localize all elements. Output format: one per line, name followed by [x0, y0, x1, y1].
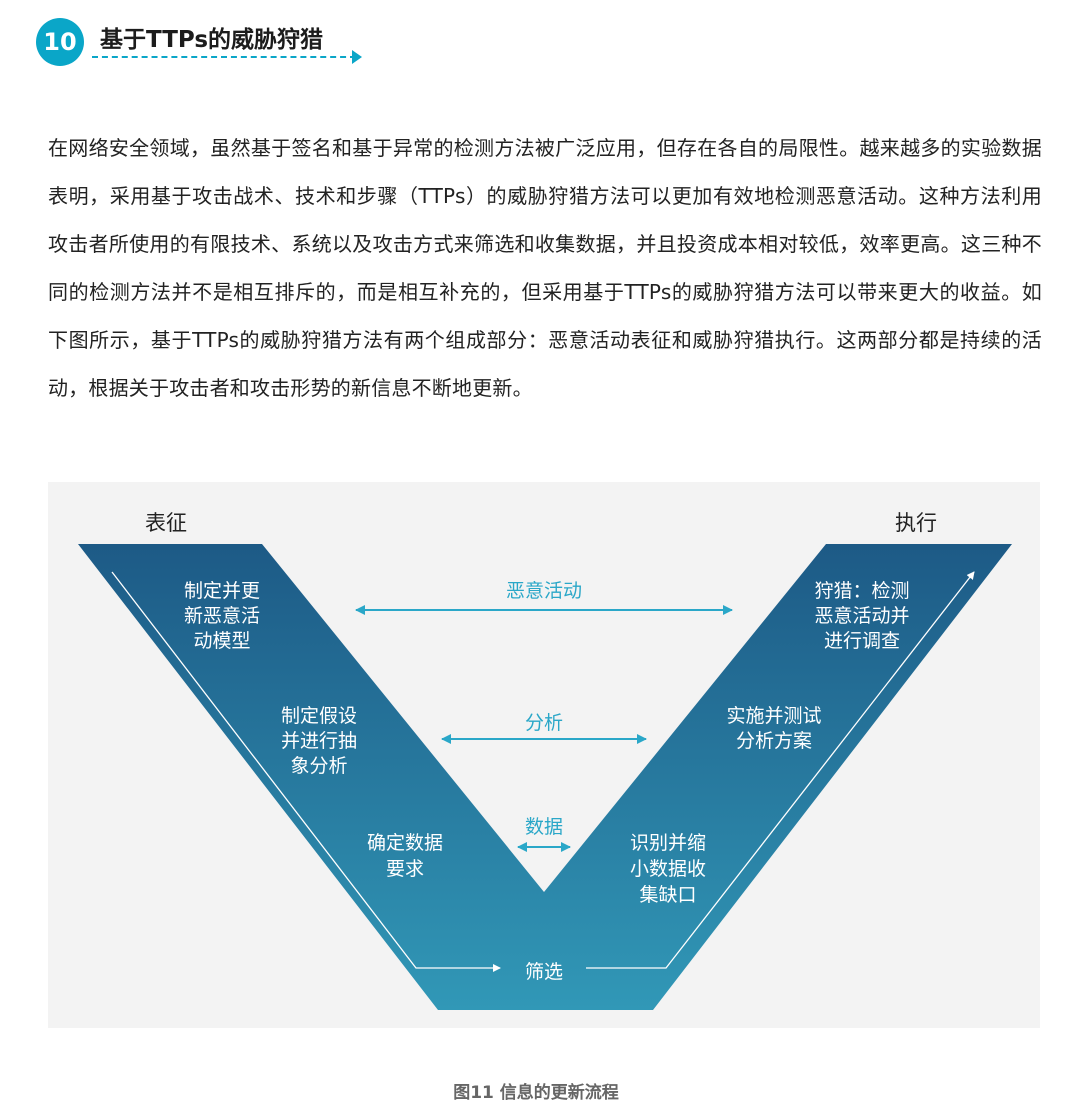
- right-step-3: 识别并缩 小数据收 集缺口: [630, 832, 706, 906]
- left-step-2: 制定假设 并进行抽 象分析: [281, 705, 357, 777]
- center-label-filter: 筛选: [525, 961, 563, 983]
- left-step-3-line-1: 确定数据: [367, 832, 443, 854]
- right-step-2-line-1: 实施并测试: [726, 705, 821, 727]
- center-label-data: 数据: [525, 816, 563, 838]
- section-title: 基于TTPs的威胁狩猎: [100, 27, 324, 53]
- section-number-badge: 10: [36, 18, 84, 66]
- v-diagram-svg: 表征 执行 制定并更 新恶意活 动模型 制定假设 并进行抽 象分析 确定数据 要…: [78, 511, 1012, 1010]
- left-step-2-line-1: 制定假设: [281, 705, 357, 727]
- section-header: 10 基于TTPs的威胁狩猎: [36, 14, 376, 70]
- right-step-1-line-3: 进行调查: [824, 630, 900, 652]
- title-dashed-underline: [92, 56, 356, 58]
- left-step-1-line-3: 动模型: [193, 630, 250, 652]
- left-flow-line: [111, 571, 501, 972]
- right-step-2: 实施并测试 分析方案: [726, 705, 821, 752]
- left-heading: 表征: [145, 511, 187, 535]
- left-step-2-line-2: 并进行抽: [281, 730, 357, 752]
- body-paragraph: 在网络安全领域，虽然基于签名和基于异常的检测方法被广泛应用，但存在各自的局限性。…: [48, 136, 1042, 400]
- v-band: [78, 544, 1012, 1010]
- right-heading: 执行: [895, 511, 937, 535]
- left-step-1: 制定并更 新恶意活 动模型: [184, 580, 260, 652]
- right-flow-line: [586, 571, 975, 969]
- right-step-1-line-1: 狩猎：检测: [814, 580, 909, 602]
- figure-caption: 图11 信息的更新流程: [453, 1083, 619, 1103]
- left-step-3: 确定数据 要求: [367, 832, 443, 880]
- right-step-3-line-3: 集缺口: [639, 884, 696, 906]
- right-step-1-line-2: 恶意活动并: [814, 605, 909, 627]
- left-step-1-line-2: 新恶意活: [184, 605, 260, 627]
- left-step-1-line-1: 制定并更: [184, 580, 260, 602]
- right-step-3-line-2: 小数据收: [630, 858, 706, 880]
- right-step-1: 狩猎：检测 恶意活动并 进行调查: [814, 580, 909, 652]
- center-label-analysis: 分析: [525, 712, 563, 734]
- arrow-right-icon: [352, 50, 362, 64]
- left-step-3-line-2: 要求: [386, 858, 424, 880]
- right-step-2-line-2: 分析方案: [736, 730, 812, 752]
- center-label-malicious: 恶意活动: [506, 580, 582, 602]
- left-step-2-line-3: 象分析: [290, 755, 347, 777]
- v-diagram: 表征 执行 制定并更 新恶意活 动模型 制定假设 并进行抽 象分析 确定数据 要…: [48, 482, 1040, 1028]
- right-step-3-line-1: 识别并缩: [630, 832, 706, 854]
